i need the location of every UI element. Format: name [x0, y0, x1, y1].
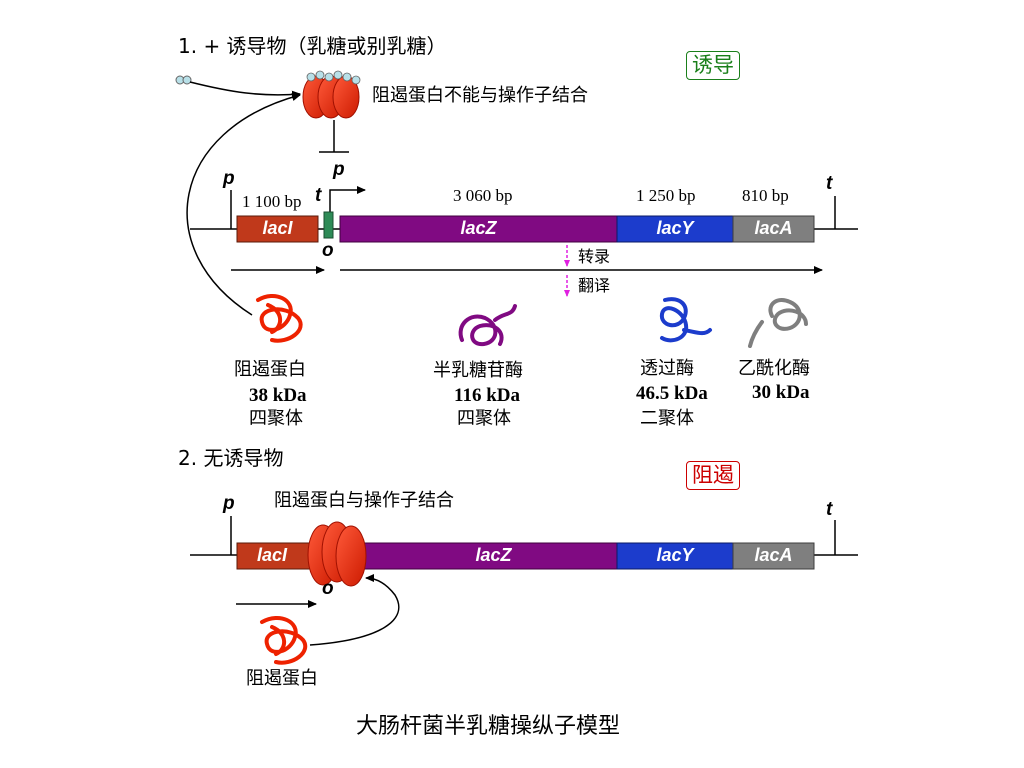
section2-note: 阻遏蛋白与操作子结合: [274, 490, 454, 511]
gene-laci-box-2: [236, 542, 319, 570]
translation-label: 翻译: [578, 276, 611, 295]
promoter-label-2: p: [223, 493, 235, 514]
induce-badge: 诱导: [686, 51, 740, 80]
section2-heading: 2. 无诱导物: [178, 446, 284, 470]
laca-size: 810 bp: [742, 186, 789, 205]
gene-lacz-label: lacZ: [460, 218, 497, 238]
gene-lacz-box: [339, 215, 618, 243]
terminator-label: t: [826, 173, 833, 194]
acetylase-kda: 30 kDa: [752, 382, 810, 403]
gene-laca-label-2: lacA: [754, 545, 793, 565]
operator-label: o: [322, 240, 334, 261]
lacy-size: 1 250 bp: [636, 186, 696, 205]
gene-lacy-box: [616, 215, 734, 243]
gene-lacy-label: lacY: [656, 218, 694, 238]
gene-laci-box: [236, 215, 319, 243]
gene-lacy-box-2: [616, 542, 734, 570]
repressor-protein-icon-2: [260, 616, 308, 665]
gene-laca-box-2: [732, 542, 815, 570]
permease-oligomer: 二聚体: [640, 408, 694, 429]
gene-laci-label-2: lacI: [256, 545, 288, 565]
repressor-name: 阻遏蛋白: [234, 359, 306, 380]
terminator-label-2: t: [826, 499, 833, 520]
galactosidase-kda: 116 kDa: [454, 385, 520, 406]
transcription-label: 转录: [578, 247, 611, 266]
repressor-protein-icon: [256, 294, 303, 343]
repressor-kda: 38 kDa: [249, 385, 307, 406]
gene-lacy-label-2: lacY: [656, 545, 694, 565]
inhibition-block: [319, 120, 349, 153]
gene-laci-label: lacI: [262, 218, 293, 238]
repressor-note: 阻遏蛋白不能与操作子结合: [372, 85, 588, 106]
bound-repressor-icon: [307, 521, 367, 587]
repressor-name-2: 阻遏蛋白: [246, 668, 318, 689]
galactosidase-protein-icon: [458, 304, 517, 347]
acetylase-protein-icon: [748, 297, 808, 348]
permease-protein-icon: [659, 297, 712, 343]
galactosidase-oligomer: 四聚体: [457, 408, 511, 429]
repressor-feedback-arrow: [186, 93, 301, 316]
permease-kda: 46.5 kDa: [636, 383, 708, 404]
gene-lacz-label-2: lacZ: [475, 545, 512, 565]
acetylase-name: 乙酰化酶: [738, 358, 810, 379]
repress-badge: 阻遏: [686, 461, 740, 490]
repressor-inducer-complex-icon: [302, 70, 361, 119]
inducer-arrow: [189, 81, 301, 99]
permease-name: 透过酶: [640, 358, 694, 379]
galactosidase-name: 半乳糖苷酶: [433, 360, 523, 381]
gene-laca-box: [732, 215, 815, 243]
inducer-molecule-icon: [175, 75, 192, 85]
promoter-i-label: p: [223, 168, 235, 189]
repressor-binding-arrow: [309, 574, 400, 646]
figure-caption: 大肠杆菌半乳糖操纵子模型: [356, 714, 621, 739]
operator-label-2: o: [322, 578, 334, 599]
terminator-i-label: t: [315, 185, 322, 206]
operator-box: [323, 211, 334, 239]
promoter-label: p: [333, 159, 345, 180]
lacz-size: 3 060 bp: [453, 186, 513, 205]
repressor-oligomer: 四聚体: [249, 408, 303, 429]
gene-laca-label: lacA: [754, 218, 793, 238]
section1-heading: 1. + 诱导物（乳糖或别乳糖）: [178, 34, 447, 58]
laci-size: 1 100 bp: [242, 192, 302, 211]
